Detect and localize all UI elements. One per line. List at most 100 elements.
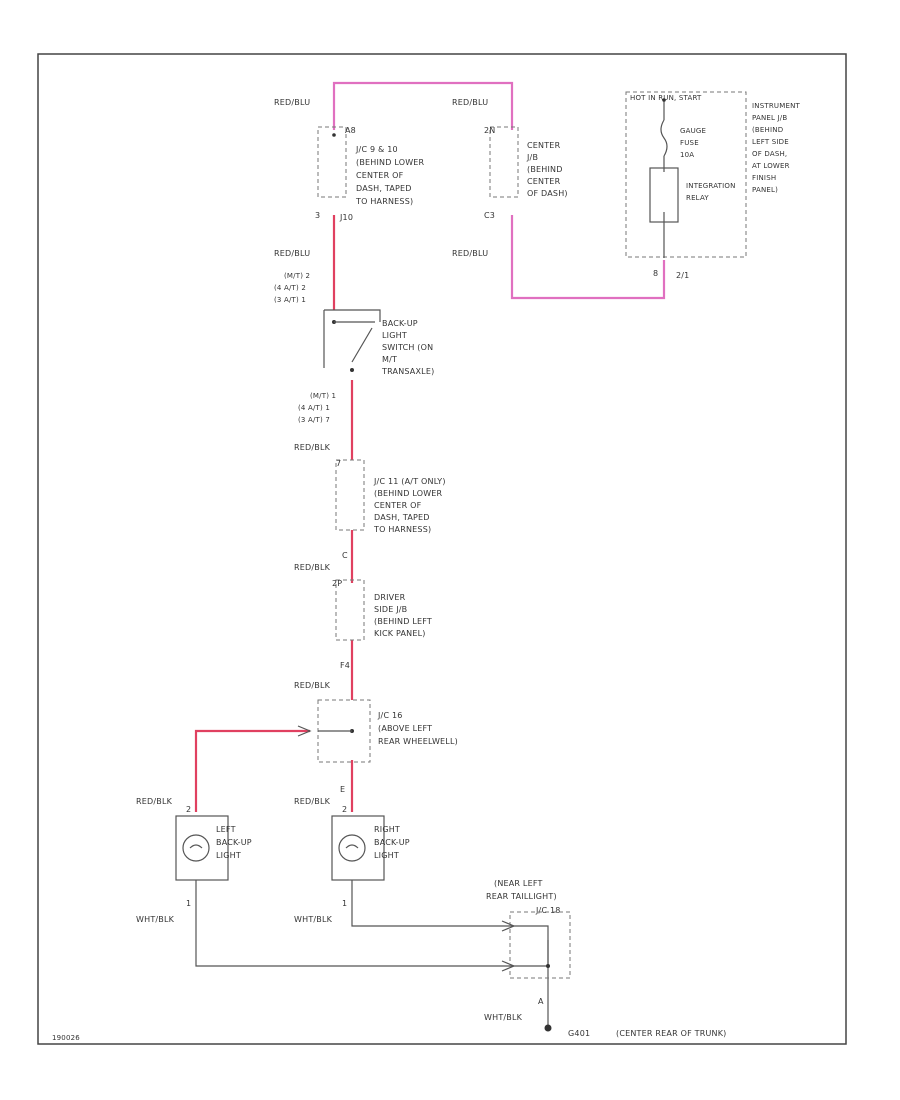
jc-11-desc-2: CENTER OF [374,501,422,510]
jc-18-header-1: REAR TAILLIGHT) [486,892,557,901]
center-jb-desc-1: J/B [526,153,538,162]
jc-9-10-desc-0: J/C 9 & 10 [355,145,398,154]
wire-red-blu-top [332,81,514,130]
switch-desc-2: SWITCH (ON [382,343,433,352]
jc-9-10-pin-top: A8 [345,126,356,135]
wire-label-jc16-top: RED/BLK [294,681,331,690]
jc-18-pin-bottom: A [538,997,544,1006]
switch-pin-top-0: (M/T) 2 [284,272,310,280]
jc-9-10-desc-2: CENTER OF [356,171,404,180]
wire-wht-blk-right [351,880,514,927]
instrument-jb-desc-4: OF DASH, [752,150,787,158]
driver-jb-pin-bottom: F4 [340,661,350,670]
wire-label-top-left: RED/BLU [274,98,310,107]
gauge-fuse-icon [660,119,668,157]
center-jb-desc-3: CENTER [527,177,561,186]
instrument-jb-header: HOT IN RUN, START [630,94,702,102]
jc-9-10-box [317,126,347,198]
instrument-jb-desc-6: FINISH [752,174,776,182]
jc-9-10-connector: J10 [339,213,353,222]
right-backup-desc-0: RIGHT [374,825,400,834]
left-backup-desc-2: LIGHT [216,851,241,860]
driver-jb-desc-1: SIDE J/B [374,605,407,614]
instrument-jb-desc-3: LEFT SIDE [752,138,789,146]
jc-9-10-desc-3: DASH, TAPED [356,184,412,193]
wire-label-g401: WHT/BLK [484,1013,523,1022]
wire-label-top-center: RED/BLU [452,98,488,107]
ground-icon [544,1024,552,1032]
jc-11-desc-0: J/C 11 (A/T ONLY) [373,477,446,486]
left-backup-filament-icon [189,844,203,849]
instrument-jb-box [625,91,747,258]
jc-11-pin-bottom: C [342,551,348,560]
switch-pin-top-2: (3 A/T) 1 [274,296,306,304]
jc-18-bus [514,925,549,967]
switch-contact-bottom [350,368,354,372]
driver-jb-desc-0: DRIVER [374,593,406,602]
switch-pin-bottom-1: (4 A/T) 1 [298,404,330,412]
jc-11-desc-1: (BEHIND LOWER [374,489,443,498]
center-jb-desc-2: (BEHIND [527,165,563,174]
jc-16-desc-0: J/C 16 [377,711,403,720]
wire-label-driver-top: RED/BLK [294,563,331,572]
switch-pin-bottom-0: (M/T) 1 [310,392,336,400]
switch-desc-4: TRANSAXLE) [381,367,434,376]
driver-jb-desc-3: KICK PANEL) [374,629,426,638]
jc-16-desc-1: (ABOVE LEFT [378,724,432,733]
jc-16-pin-bottom: E [340,785,345,794]
instrument-jb-desc-5: AT LOWER [752,162,790,170]
left-backup-light-box [175,815,229,881]
wire-label-switch-top: RED/BLU [274,249,310,258]
center-jb-desc-0: CENTER [527,141,561,150]
diagram-frame [37,53,847,1045]
jc-9-10-pin-bottom: 3 [315,211,320,220]
jc-9-10-node [332,133,336,137]
wire-wht-blk-left [195,880,514,967]
switch-desc-1: LIGHT [382,331,407,340]
wire-label-center-bottom: RED/BLU [452,249,488,258]
jc-11-desc-4: TO HARNESS) [373,525,431,534]
wire-label-right-backup: RED/BLK [294,797,331,806]
wire-label-left-ground: WHT/BLK [136,915,175,924]
jc-18-box [509,911,571,979]
driver-jb-box [335,579,365,641]
figure-id: 190026 [52,1034,80,1042]
instrument-jb-node-top [662,98,666,102]
fuse-label-2: 10A [680,151,694,159]
wire-label-left-backup: RED/BLK [136,797,173,806]
jc-18-node [546,964,550,968]
fuse-label-0: GAUGE [680,127,706,135]
right-backup-bulb-icon [338,834,366,862]
instrument-jb-desc-2: (BEHIND [752,126,783,134]
switch-desc-0: BACK-UP [382,319,418,328]
left-backup-pin-top: 2 [186,805,191,814]
jc-9-10-desc-1: (BEHIND LOWER [356,158,425,167]
instrument-jb-desc-0: INSTRUMENT [752,102,801,110]
jc-16-desc-2: REAR WHEELWELL) [378,737,458,746]
driver-jb-pin-top: 2P [332,579,342,588]
jc-11-desc-3: DASH, TAPED [374,513,430,522]
switch-housing [323,309,381,368]
center-jb-pin-bottom: C3 [484,211,495,220]
jc-9-10-desc-4: TO HARNESS) [355,197,413,206]
right-backup-desc-1: BACK-UP [374,838,410,847]
jc-18-header-0: (NEAR LEFT [494,879,543,888]
wire-red-blu-right [510,215,666,300]
switch-pin-bottom-2: (3 A/T) 7 [298,416,330,424]
fuse-label-1: FUSE [680,139,699,147]
center-jb-desc-4: OF DASH) [527,189,568,198]
right-backup-light-box [331,815,385,881]
left-backup-pin-bottom: 1 [186,899,191,908]
right-backup-pin-top: 2 [342,805,347,814]
wire-label-right-ground: WHT/BLK [294,915,333,924]
jc-11-box [335,459,365,531]
center-jb-box [489,126,519,198]
instrument-jb-desc-7: PANEL) [752,186,778,194]
ground-name: G401 [568,1029,590,1038]
left-backup-desc-0: LEFT [216,825,236,834]
relay-label-1: RELAY [686,194,709,202]
jc-18-name: J/C 18 [535,906,561,915]
right-backup-desc-2: LIGHT [374,851,399,860]
relay-label-0: INTEGRATION [686,182,736,190]
